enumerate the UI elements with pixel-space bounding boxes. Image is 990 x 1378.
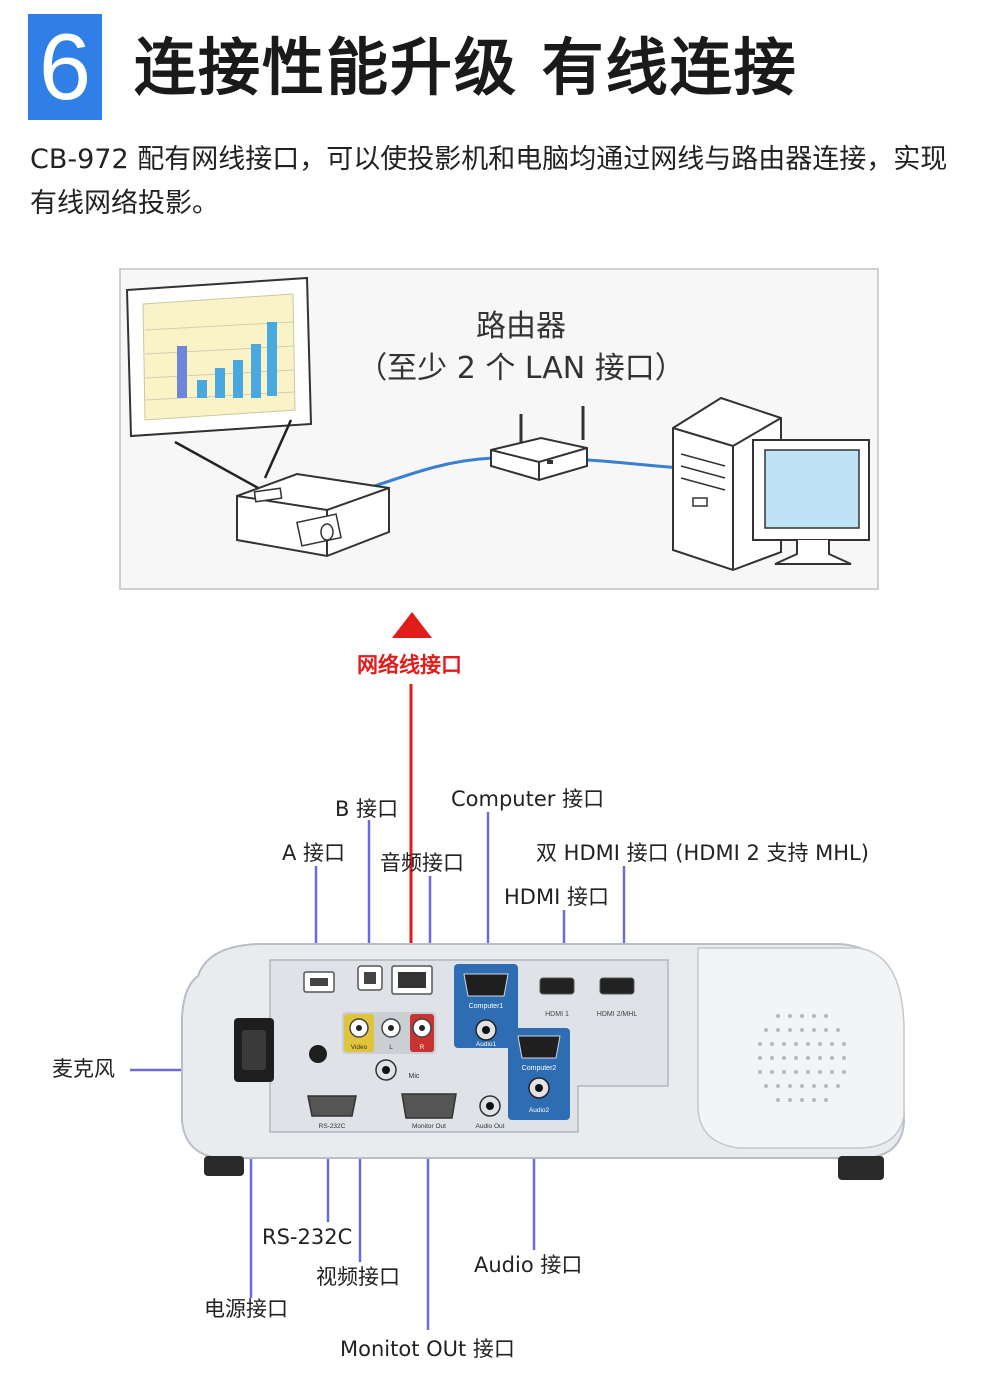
computer-port-label: Computer 接口 [451, 787, 605, 811]
mic-text: Mic [409, 1073, 420, 1080]
dual-hdmi-label: 双 HDMI 接口 (HDMI 2 支持 MHL) [536, 841, 869, 865]
page-title: 连接性能升级 有线连接 [134, 31, 798, 104]
audio2-text: Audio2 [529, 1107, 550, 1114]
rs232c-label: RS-232C [262, 1225, 353, 1249]
audio-in-label: 音频接口 [380, 851, 464, 875]
network-diagram: 路由器 （至少 2 个 LAN 接口） [119, 268, 879, 590]
l-text: L [389, 1044, 393, 1051]
hdmi2-port [599, 977, 635, 995]
rs232c-port [307, 1095, 357, 1117]
video-text: Video [351, 1044, 368, 1051]
projector-illustration [236, 472, 390, 558]
hdmi1-port [539, 977, 575, 995]
r-text: R [420, 1044, 425, 1051]
computer-illustration [672, 396, 870, 572]
hdmi2-text: HDMI 2/MHL [597, 1011, 638, 1018]
up-arrow-icon [392, 612, 432, 638]
section-number-badge: 6 [28, 14, 102, 120]
router-label: 路由器 [476, 309, 566, 344]
right-foot [838, 1156, 884, 1180]
monitor-out-label: Monitot OUt 接口 [340, 1337, 515, 1361]
rs232c-text: RS-232C [319, 1123, 346, 1130]
projector-rear-panel: Computer1 Audio1 HDMI 1 HDMI 2/MHL Video… [181, 943, 906, 1180]
hdmi1-text: HDMI 1 [545, 1011, 569, 1018]
usb-b-label: B 接口 [335, 797, 399, 821]
audio1-text: Audio1 [476, 1041, 497, 1048]
lan-port-label: 网络线接口 [357, 653, 462, 677]
power-port-label: 电源接口 [204, 1297, 288, 1321]
hdmi-label: HDMI 接口 [504, 885, 609, 909]
monitor-out-text: Monitor Out [412, 1123, 446, 1130]
computer1-text: Computer1 [469, 1003, 504, 1010]
audio-out-text: Audio Out [476, 1123, 505, 1130]
router-illustration [490, 406, 588, 482]
usb-a-label: A 接口 [282, 841, 346, 865]
speaker-grille [758, 1014, 846, 1102]
video-port-label: 视频接口 [316, 1265, 400, 1289]
network-illustration [125, 276, 870, 572]
audio-port-label: Audio 接口 [474, 1253, 583, 1277]
description-text: CB-972 配有网线接口，可以使投影机和电脑均通过网线与路由器连接，实现有线网… [30, 144, 948, 219]
mic-label: 麦克风 [52, 1057, 115, 1081]
router-note: （至少 2 个 LAN 接口） [357, 351, 685, 386]
projection-screen [125, 276, 313, 438]
left-foot [204, 1156, 244, 1176]
computer2-text: Computer2 [522, 1065, 557, 1072]
monitor-out-port [401, 1093, 457, 1119]
